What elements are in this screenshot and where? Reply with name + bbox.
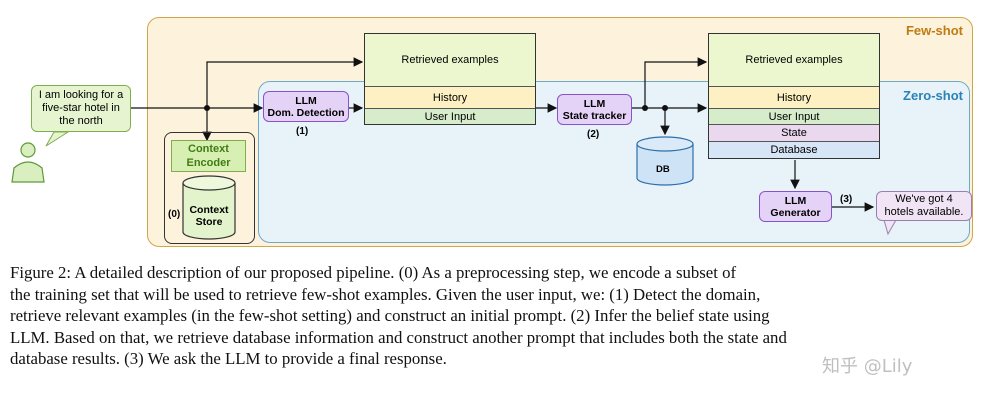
db-label: DB	[656, 164, 670, 175]
prompt-2-state: State	[709, 124, 879, 141]
step-0-label: (0)	[168, 209, 181, 220]
prompt-2-user-input: User Input	[709, 108, 879, 124]
llm-generator-subtitle: Generator	[770, 206, 821, 219]
context-encoder-line2: Encoder	[186, 157, 231, 169]
database-cylinder	[636, 136, 694, 186]
llm-state-title: LLM	[583, 97, 606, 110]
context-encoder-box: Context Encoder	[171, 140, 246, 172]
caption-line-3: retrieve relevant examples (in the few-s…	[10, 306, 770, 326]
prompt-2-history: History	[709, 86, 879, 108]
llm-generator-title: LLM	[784, 194, 807, 207]
connector-lines	[11, 57, 897, 240]
prompt-1-history: History	[365, 86, 535, 108]
step-2-label: (2)	[587, 129, 600, 140]
prompt-1: Retrieved examples History User Input	[364, 33, 536, 125]
llm-state-tracker-box: LLM State tracker	[557, 94, 632, 125]
context-block-frame	[164, 132, 255, 244]
prompt-1-retrieved-examples: Retrieved examples	[365, 34, 535, 86]
context-store-line2: Store	[195, 216, 223, 228]
caption-line-4: LLM. Based on that, we retrieve database…	[10, 327, 787, 347]
zero-shot-label: Zero-shot	[903, 88, 963, 103]
figure-caption: Figure 2: A detailed description of our …	[10, 262, 985, 370]
step-1-label: (1)	[296, 126, 309, 137]
prompt-2: Retrieved examples History User Input St…	[708, 33, 880, 159]
context-store-cylinder	[182, 175, 236, 240]
caption-line-5: database results. (3) We ask the LLM to …	[10, 349, 447, 369]
step-3-label: (3)	[840, 194, 853, 205]
response-text: We've got 4 hotels available.	[884, 193, 964, 218]
prompt-1-user-input: User Input	[365, 108, 535, 124]
llm-domain-subtitle: Dom. Detection	[267, 106, 345, 119]
prompt-2-database: Database	[709, 141, 879, 158]
user-utterance-bubble: I am looking for a five-star hotel in th…	[31, 85, 131, 132]
caption-line-1: Figure 2: A detailed description of our …	[10, 263, 737, 282]
llm-state-subtitle: State tracker	[562, 109, 627, 122]
user-utterance-text: I am looking for a five-star hotel in th…	[38, 89, 124, 127]
watermark: 知乎 @Lily	[822, 356, 913, 377]
context-store-label: Context Store	[183, 204, 235, 228]
few-shot-label: Few-shot	[905, 23, 963, 38]
context-encoder-line1: Context	[188, 143, 229, 155]
user-icon	[11, 142, 45, 183]
context-store-line1: Context	[189, 204, 229, 216]
llm-generator-box: LLM Generator	[759, 191, 832, 222]
prompt-2-retrieved-examples: Retrieved examples	[709, 34, 879, 86]
llm-domain-detection-box: LLM Dom. Detection	[263, 91, 349, 122]
response-bubble: We've got 4 hotels available.	[876, 191, 972, 221]
llm-domain-title: LLM	[295, 94, 317, 107]
caption-line-2: the training set that will be used to re…	[10, 284, 761, 304]
